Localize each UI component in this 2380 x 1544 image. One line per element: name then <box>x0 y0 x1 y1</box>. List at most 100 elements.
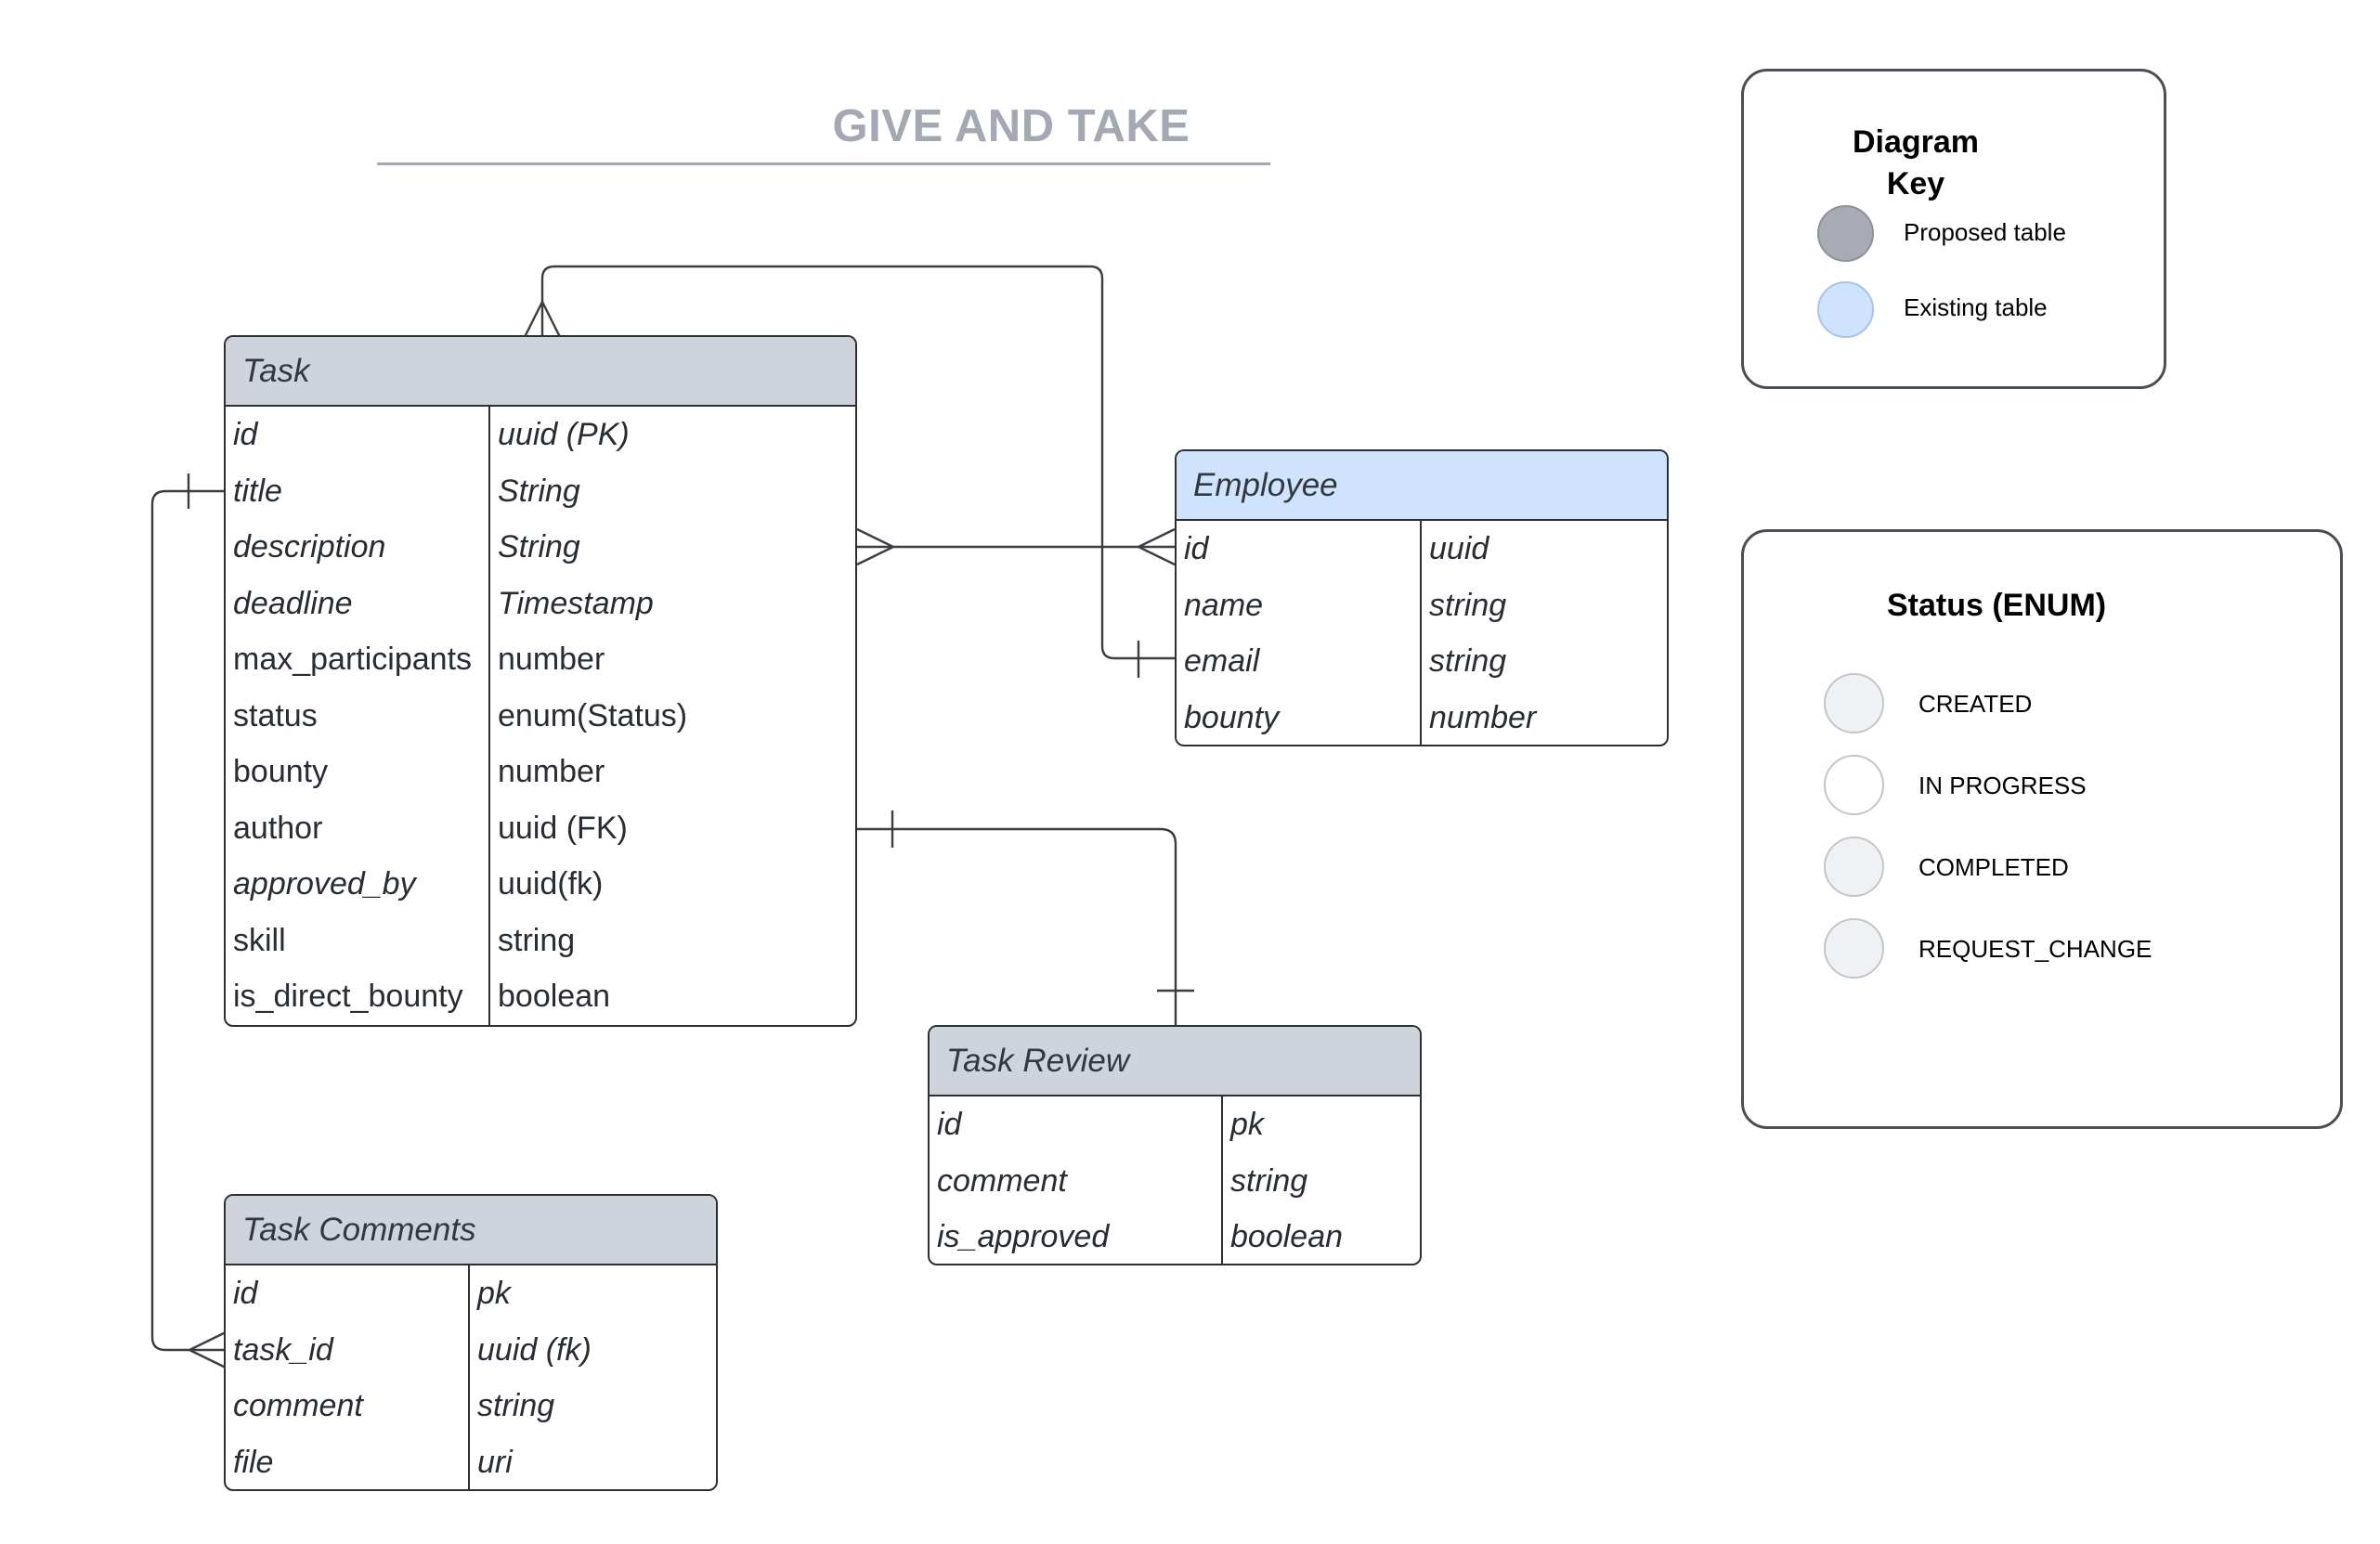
field-name: id <box>233 1276 258 1311</box>
entity-task-comments-header: Task Comments <box>226 1196 716 1265</box>
existing-table-label: Existing table <box>1904 293 2048 321</box>
status-dot-created <box>1824 673 1884 733</box>
connector-task-description-employee-id <box>856 527 1176 566</box>
entity-employee[interactable]: Employee id uuid name string email string b… <box>1175 449 1669 746</box>
field-name: status <box>233 697 318 733</box>
field-name: task_id <box>233 1331 333 1368</box>
field-type: boolean <box>1230 1219 1344 1254</box>
entity-employee-header: Employee <box>1177 451 1667 521</box>
connector-task-review <box>857 811 1194 1025</box>
field-type: String <box>498 473 580 509</box>
column-divider <box>1420 521 1422 745</box>
field-name: author <box>233 810 323 846</box>
field-name: approved_by <box>233 866 416 902</box>
status-label-completed: COMPLETED <box>1918 853 2069 881</box>
field-name: skill <box>233 922 286 958</box>
table-row: title String <box>226 463 855 520</box>
field-name: deadline <box>233 585 353 621</box>
entity-task-review-body: id pk comment string is_approved boolean <box>930 1096 1420 1264</box>
title-underline <box>377 162 1270 165</box>
table-row: comment string <box>930 1153 1420 1210</box>
field-type: uri <box>477 1444 513 1480</box>
field-name: comment <box>233 1388 363 1423</box>
status-dot-request-change <box>1824 918 1884 979</box>
table-row: skill string <box>226 913 855 969</box>
field-type: string <box>1429 587 1507 623</box>
table-row: name string <box>1177 577 1667 634</box>
table-row: max_participants number <box>226 631 855 688</box>
table-row: task_id uuid (fk) <box>226 1322 716 1379</box>
diagram-key-panel: Diagram Key Proposed table Existing tabl… <box>1741 69 2166 389</box>
field-type: string <box>1429 643 1507 679</box>
table-row: is_approved boolean <box>930 1209 1420 1264</box>
field-name: id <box>937 1107 962 1142</box>
field-type: uuid (PK) <box>498 417 630 452</box>
field-name: is_approved <box>937 1219 1110 1254</box>
field-type: Timestamp <box>498 585 654 621</box>
table-row: bounty number <box>226 744 855 800</box>
proposed-table-swatch <box>1817 205 1874 262</box>
status-enum-panel: Status (ENUM) CREATED IN PROGRESS COMPLE… <box>1741 529 2343 1129</box>
field-name: bounty <box>1184 699 1280 735</box>
field-type: uuid <box>1429 531 1489 566</box>
table-row: approved_by uuid(fk) <box>226 856 855 913</box>
status-enum-title: Status (ENUM) <box>1887 588 2107 623</box>
field-type: number <box>498 642 605 677</box>
field-name: bounty <box>233 754 329 789</box>
status-dot-in-progress <box>1824 755 1884 815</box>
field-type: pk <box>477 1276 511 1311</box>
field-type: string <box>498 922 576 958</box>
field-name: file <box>233 1444 274 1480</box>
field-type: string <box>1230 1162 1308 1199</box>
table-row: id uuid <box>1177 521 1667 577</box>
entity-task-comments-body: id pk task_id uuid (fk) comment string file… <box>226 1265 716 1490</box>
field-name: comment <box>937 1162 1067 1199</box>
entity-task-header: Task <box>226 337 855 407</box>
field-name: email <box>1184 643 1260 679</box>
entity-task-comments[interactable]: Task Comments id pk task_id uuid (fk) comm… <box>224 1194 718 1491</box>
field-type: String <box>498 529 580 564</box>
connector-task-title-comments-taskid <box>150 474 227 1369</box>
table-row: id uuid (PK) <box>226 407 855 463</box>
field-name: id <box>1184 531 1209 566</box>
field-type: uuid (fk) <box>477 1331 592 1368</box>
diagram-key-title-line2: Key <box>1886 166 1945 201</box>
field-type: boolean <box>498 979 611 1014</box>
diagram-key-title: Diagram Key <box>1827 122 2004 205</box>
field-type: uuid(fk) <box>498 866 604 902</box>
connector-task-employee-email <box>523 265 1175 678</box>
proposed-table-label: Proposed table <box>1904 218 2066 246</box>
status-label-created: CREATED <box>1918 690 2033 718</box>
column-divider <box>468 1265 470 1489</box>
field-name: name <box>1184 587 1264 623</box>
field-name: id <box>233 417 258 452</box>
table-row: id pk <box>226 1265 716 1322</box>
status-label-in-progress: IN PROGRESS <box>1918 772 2087 799</box>
field-type: string <box>477 1388 555 1423</box>
existing-table-swatch <box>1817 281 1874 338</box>
table-row: email string <box>1177 633 1667 690</box>
table-row: id pk <box>930 1096 1420 1153</box>
status-label-request-change: REQUEST_CHANGE <box>1918 935 2152 963</box>
field-type: number <box>498 754 605 789</box>
table-row: status enum(Status) <box>226 688 855 745</box>
diagram-key-title-line1: Diagram <box>1852 124 1980 160</box>
status-dot-completed <box>1824 837 1884 897</box>
table-row: file uri <box>226 1434 716 1490</box>
field-name: max_participants <box>233 642 473 677</box>
table-row: deadline Timestamp <box>226 576 855 632</box>
diagram-title: GIVE AND TAKE <box>832 101 1190 151</box>
field-type: pk <box>1230 1107 1264 1142</box>
field-type: enum(Status) <box>498 697 688 733</box>
column-divider <box>1221 1096 1223 1264</box>
field-name: title <box>233 473 282 509</box>
table-row: comment string <box>226 1378 716 1434</box>
